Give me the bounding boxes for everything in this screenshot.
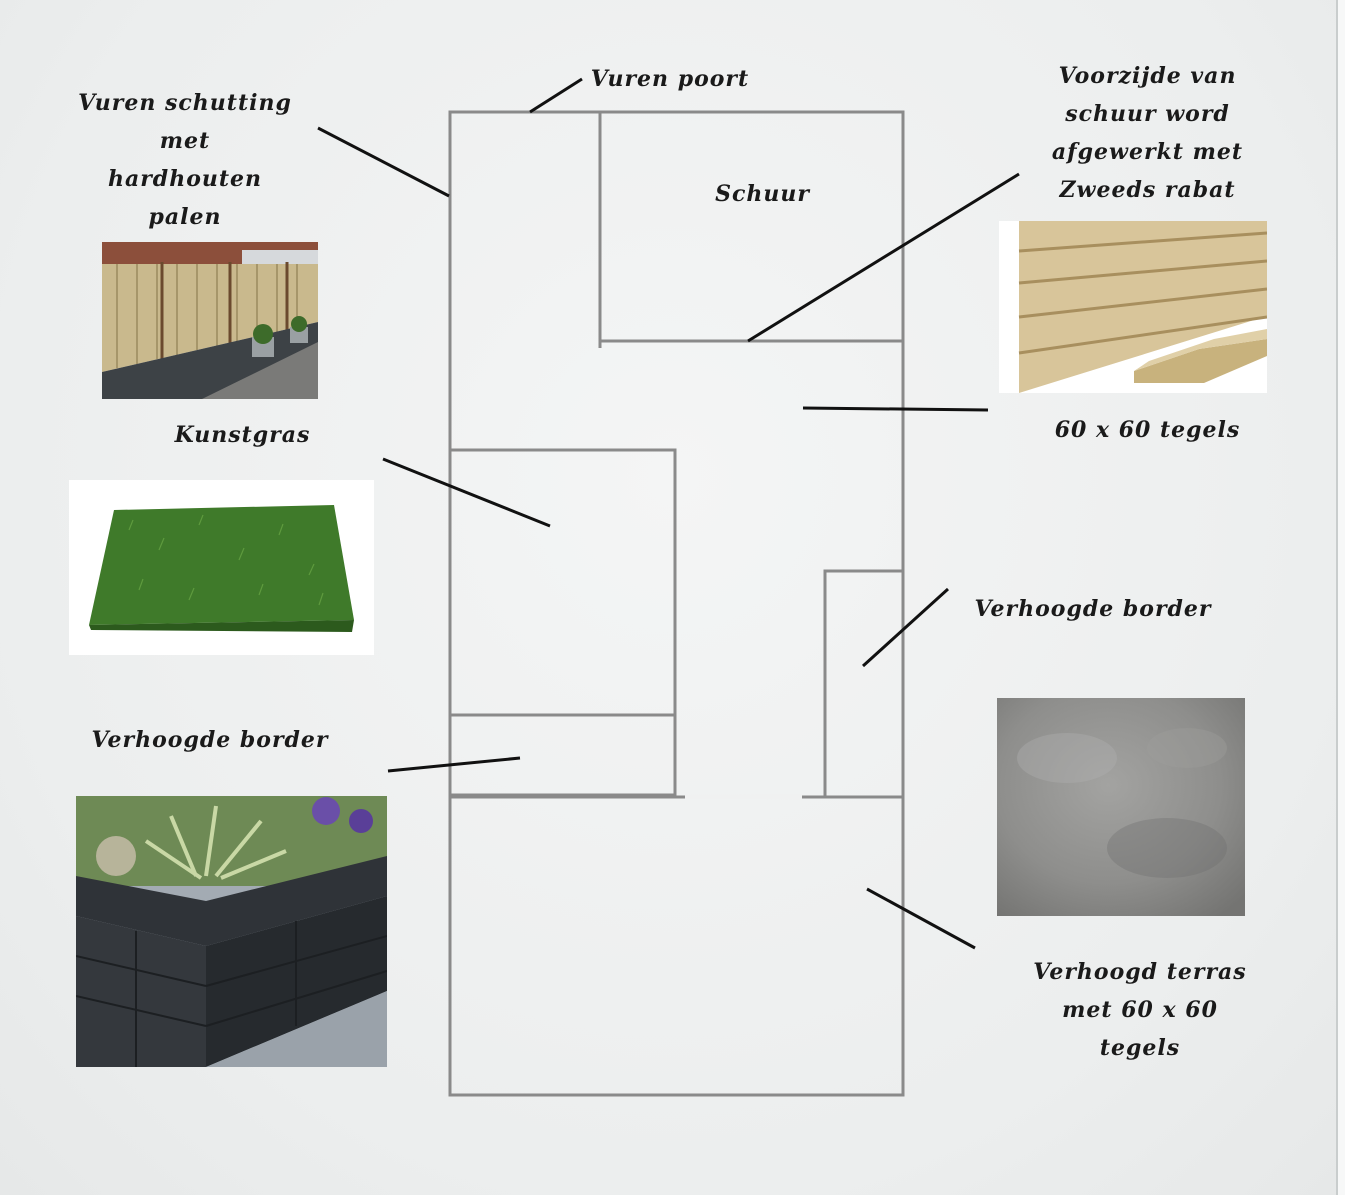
leader-border-right [861, 587, 950, 668]
label-schuur: Schuur [715, 181, 810, 207]
label-verhoogde-border-left: Verhoogde border [91, 727, 329, 753]
label-verhoogd-terras: Verhoogd terras met 60 x 60 tegels [1033, 959, 1247, 1061]
leader-rabat [747, 172, 1020, 343]
right-border-outline [823, 569, 903, 797]
leader-tegels [802, 406, 989, 412]
wood-siding-photo [999, 221, 1267, 393]
label-kunstgras: Kunstgras [174, 422, 311, 448]
leader-border-left [387, 756, 521, 773]
leader-lines [317, 77, 1020, 950]
label-vuren-schutting: Vuren schutting met hardhouten palen [78, 90, 292, 230]
leader-poort [529, 77, 583, 114]
artificial-grass-photo [69, 480, 374, 655]
label-tegels: 60 x 60 tegels [1054, 417, 1241, 443]
lawn-outline [450, 448, 677, 797]
leader-kunstgras [382, 457, 551, 528]
label-voorzijde-schuur: Voorzijde van schuur word afgewerkt met … [1051, 63, 1244, 203]
leader-schutting [317, 126, 450, 198]
garden-outline [448, 110, 905, 1097]
fence-photo [102, 242, 318, 399]
label-vuren-poort: Vuren poort [590, 66, 750, 92]
plan-outlines [448, 110, 905, 1097]
label-verhoogde-border-right: Verhoogde border [974, 596, 1212, 622]
leader-terras [866, 887, 976, 950]
grey-tile-photo [997, 698, 1245, 916]
raised-border-photo [76, 796, 387, 1067]
page-edge [1336, 0, 1345, 1195]
